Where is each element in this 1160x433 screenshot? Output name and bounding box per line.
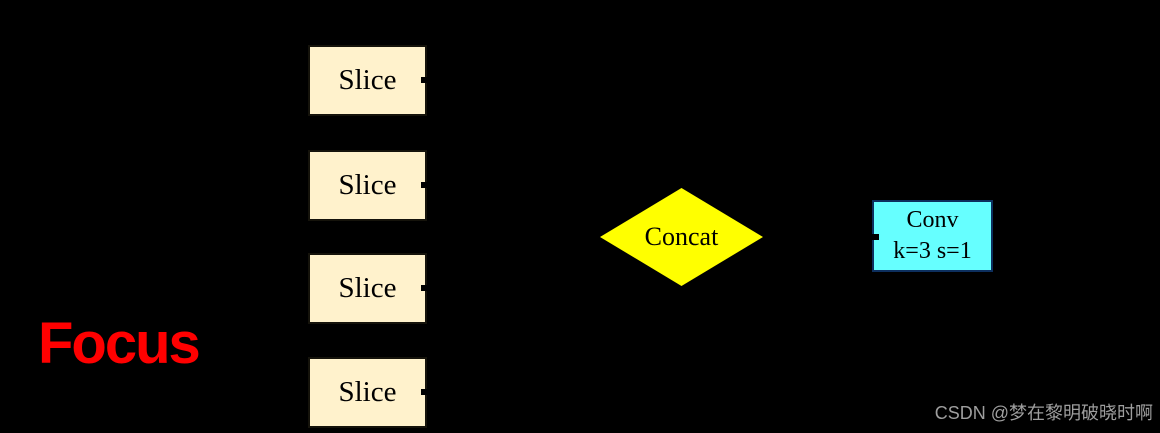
conv-node-label-line1: Conv (906, 207, 959, 233)
conv-node-label-line2: k=3 s=1 (893, 238, 972, 264)
slice-node-label: Slice (338, 272, 397, 304)
diagram-title: Focus (38, 311, 201, 376)
slice-node-label: Slice (338, 64, 397, 96)
connector-stub (421, 77, 428, 83)
concat-node-label: Concat (644, 222, 719, 251)
slice-node: Slice (308, 45, 427, 116)
connector-stub (421, 285, 428, 291)
connector-stub (421, 389, 428, 395)
slice-node: Slice (308, 150, 427, 221)
slice-node-label: Slice (338, 169, 397, 201)
watermark: CSDN @梦在黎明破晓时啊 (934, 403, 1153, 423)
slice-node: Slice (308, 357, 427, 428)
conv-node: Conv k=3 s=1 (872, 200, 993, 272)
slice-node: Slice (308, 253, 427, 324)
connector-stub (421, 182, 428, 188)
connector-stub (872, 234, 879, 240)
concat-node: Concat (600, 188, 763, 286)
slice-node-label: Slice (338, 376, 397, 408)
